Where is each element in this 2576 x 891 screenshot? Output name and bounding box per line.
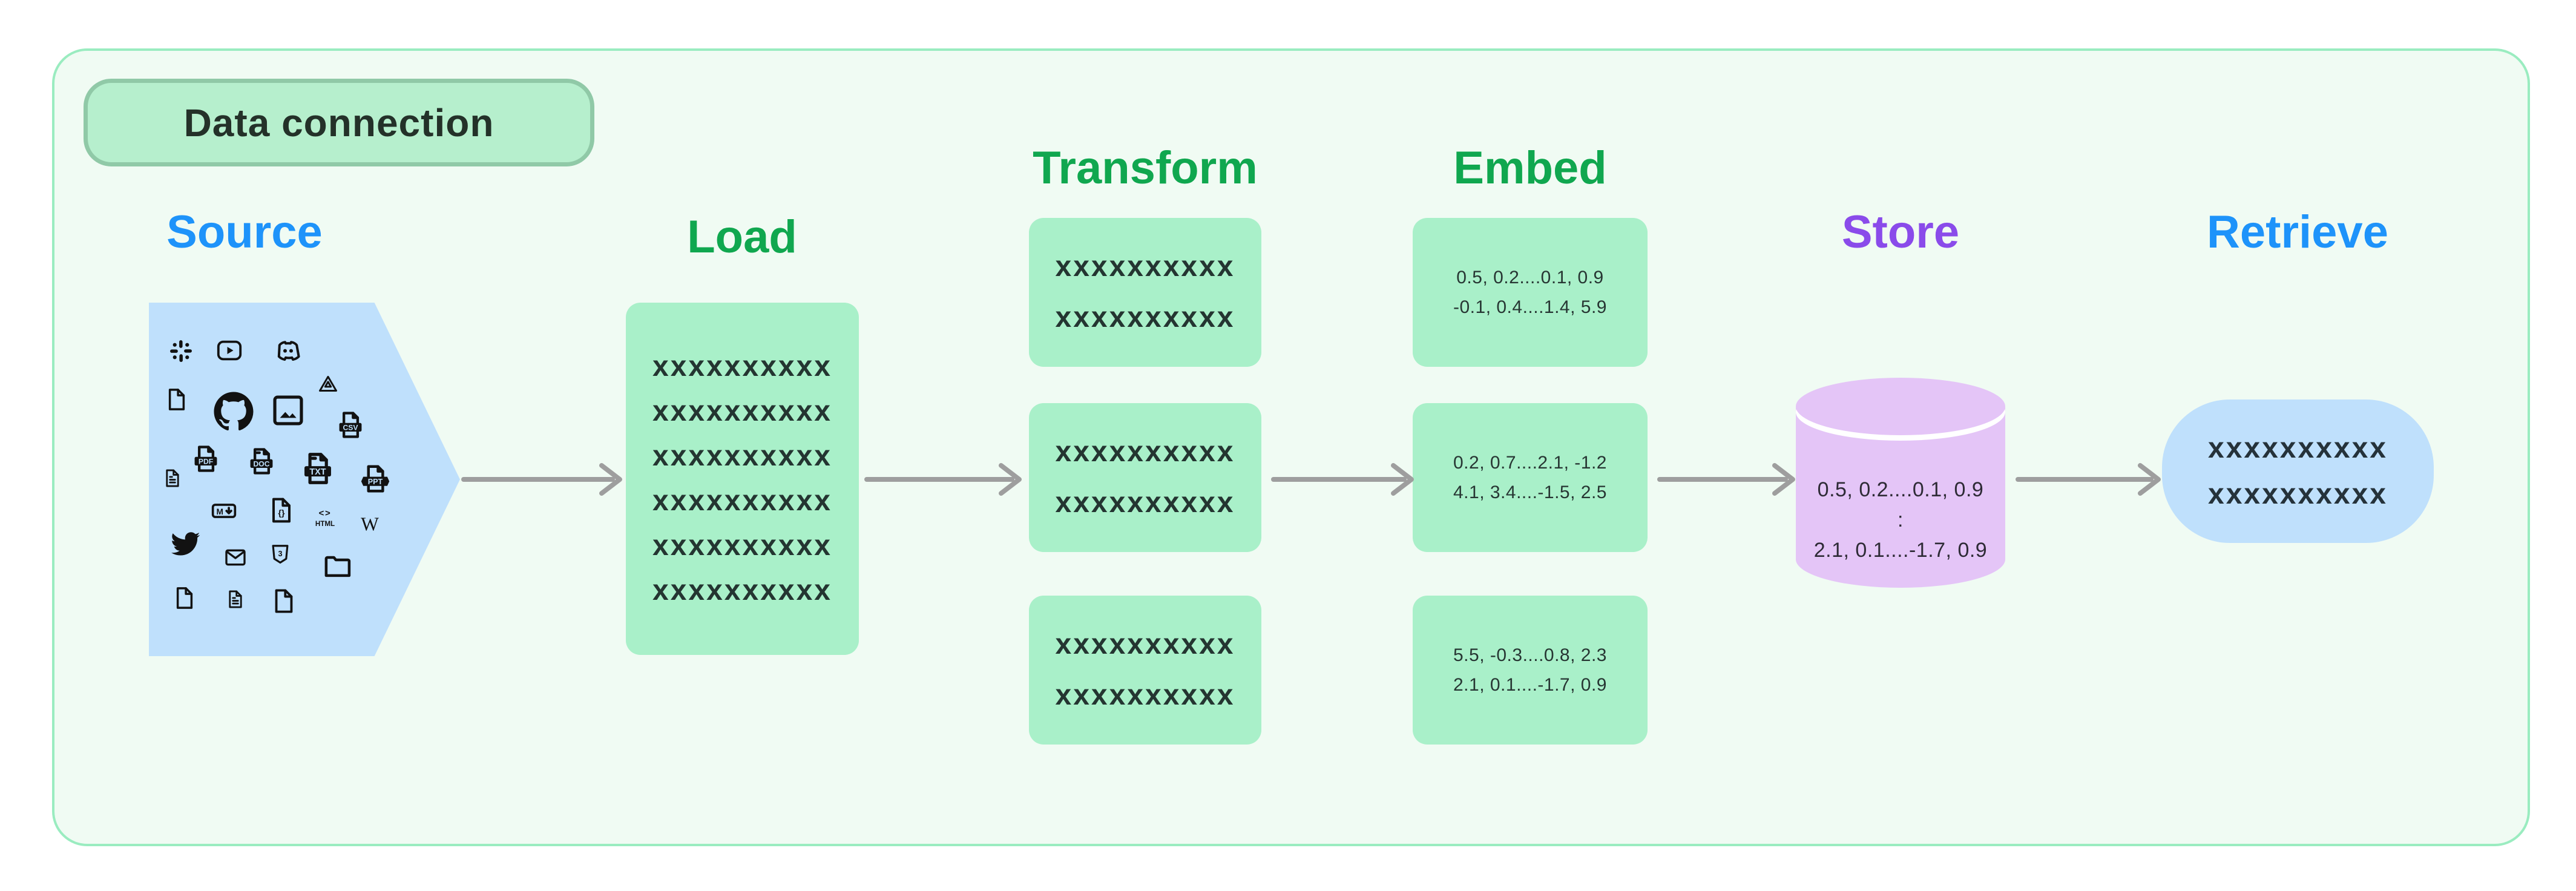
heading-embed: Embed xyxy=(1453,142,1607,194)
store-vector-line: 0.5, 0.2....0.1, 0.9 xyxy=(1817,478,1984,501)
transform-box-2: xxxxxxxxxx xxxxxxxxxx xyxy=(1029,403,1261,552)
txt-label: TXT xyxy=(309,467,326,477)
doc-label: DOC xyxy=(254,459,270,468)
css3-icon: 3 xyxy=(269,543,292,566)
embed-vector-line: 0.2, 0.7....2.1, -1.2 xyxy=(1453,453,1607,473)
load-line: xxxxxxxxxx xyxy=(652,485,832,517)
html-icon: <>HTML xyxy=(308,505,342,530)
embed-box-2: 0.2, 0.7....2.1, -1.2 4.1, 3.4....-1.5, … xyxy=(1413,403,1648,552)
document-icon xyxy=(162,465,183,491)
store-database: 0.5, 0.2....0.1, 0.9 : 2.1, 0.1....-1.7,… xyxy=(1796,378,2005,588)
load-box: xxxxxxxxxx xxxxxxxxxx xxxxxxxxxx xxxxxxx… xyxy=(626,303,859,655)
arrow-store-to-retrieve xyxy=(2016,463,2161,496)
markdown-icon: M xyxy=(206,498,242,524)
embed-box-3: 5.5, -0.3....0.8, 2.3 2.1, 0.1....-1.7, … xyxy=(1413,596,1648,745)
html-brackets-label: <> xyxy=(319,508,332,519)
transform-line: xxxxxxxxxx xyxy=(1055,436,1235,468)
folder-icon xyxy=(320,549,355,582)
load-line: xxxxxxxxxx xyxy=(652,350,832,383)
csv-file-icon: CSV xyxy=(335,406,366,444)
store-ellipsis: : xyxy=(1898,508,1904,531)
retrieve-line: xxxxxxxxxx xyxy=(2208,432,2388,464)
transform-line: xxxxxxxxxx xyxy=(1055,628,1235,660)
discord-icon xyxy=(271,337,306,366)
pdf-file-icon: PDF xyxy=(190,442,222,475)
code-braces-label: {} xyxy=(278,508,285,518)
ppt-file-icon: PPT xyxy=(358,462,392,495)
embed-vector-line: 0.5, 0.2....0.1, 0.9 xyxy=(1456,268,1604,288)
doc-file-icon: DOC xyxy=(246,446,277,477)
transform-box-1: xxxxxxxxxx xxxxxxxxxx xyxy=(1029,218,1261,367)
pdf-label: PDF xyxy=(199,457,213,465)
transform-line: xxxxxxxxxx xyxy=(1055,487,1235,519)
code-file-icon: {} xyxy=(267,494,296,527)
load-line: xxxxxxxxxx xyxy=(652,395,832,427)
load-line: xxxxxxxxxx xyxy=(652,440,832,472)
arrow-load-to-transform xyxy=(864,463,1022,496)
ppt-label: PPT xyxy=(368,478,383,486)
file-icon xyxy=(270,585,298,617)
embed-vector-line: 5.5, -0.3....0.8, 2.3 xyxy=(1453,645,1607,665)
title-badge: Data connection xyxy=(84,79,594,166)
google-drive-icon xyxy=(315,373,341,395)
arrow-transform-to-embed xyxy=(1271,463,1414,496)
heading-source: Source xyxy=(166,206,323,258)
retrieve-box: xxxxxxxxxx xxxxxxxxxx xyxy=(2162,399,2434,543)
heading-transform: Transform xyxy=(1033,142,1258,194)
heading-load: Load xyxy=(687,211,797,263)
arrow-embed-to-store xyxy=(1657,463,1795,496)
database-body xyxy=(1796,406,2005,588)
file-icon xyxy=(172,584,197,612)
embed-vector-line: -0.1, 0.4....1.4, 5.9 xyxy=(1453,297,1607,317)
markdown-m-label: M xyxy=(216,507,223,516)
email-icon xyxy=(220,545,251,570)
wikipedia-w-label: W xyxy=(361,514,379,535)
twitter-icon xyxy=(168,529,203,558)
embed-vector-line: 4.1, 3.4....-1.5, 2.5 xyxy=(1453,482,1607,502)
store-vector-line: 2.1, 0.1....-1.7, 0.9 xyxy=(1813,539,1988,562)
document-icon xyxy=(225,587,246,612)
heading-store: Store xyxy=(1841,206,1960,258)
embed-box-1: 0.5, 0.2....0.1, 0.9 -0.1, 0.4....1.4, 5… xyxy=(1413,218,1648,367)
retrieve-line: xxxxxxxxxx xyxy=(2208,478,2388,510)
css3-digit-label: 3 xyxy=(278,550,282,558)
transform-line: xxxxxxxxxx xyxy=(1055,251,1235,283)
image-icon xyxy=(269,392,307,429)
csv-label: CSV xyxy=(343,423,358,432)
load-line: xxxxxxxxxx xyxy=(652,530,832,562)
embed-vector-line: 2.1, 0.1....-1.7, 0.9 xyxy=(1453,675,1607,695)
html-text-label: HTML xyxy=(315,520,335,528)
github-icon xyxy=(209,388,258,435)
title-badge-label: Data connection xyxy=(183,100,494,145)
arrow-source-to-load xyxy=(461,463,622,496)
data-connection-card: Data connection Source Load Transform Em… xyxy=(52,48,2530,846)
load-line: xxxxxxxxxx xyxy=(652,574,832,607)
heading-retrieve: Retrieve xyxy=(2207,206,2388,258)
slack-icon xyxy=(168,337,194,365)
file-icon xyxy=(164,384,189,415)
source-shape: CSV PDF DOC TXT PPT M {} <>HTML W 3 xyxy=(149,303,460,656)
transform-box-3: xxxxxxxxxx xxxxxxxxxx xyxy=(1029,596,1261,745)
database-lid xyxy=(1796,378,2005,435)
youtube-icon xyxy=(213,337,246,364)
transform-line: xxxxxxxxxx xyxy=(1055,301,1235,334)
txt-file-icon: TXT xyxy=(299,449,337,488)
transform-line: xxxxxxxxxx xyxy=(1055,679,1235,711)
wikipedia-icon: W xyxy=(356,513,383,535)
